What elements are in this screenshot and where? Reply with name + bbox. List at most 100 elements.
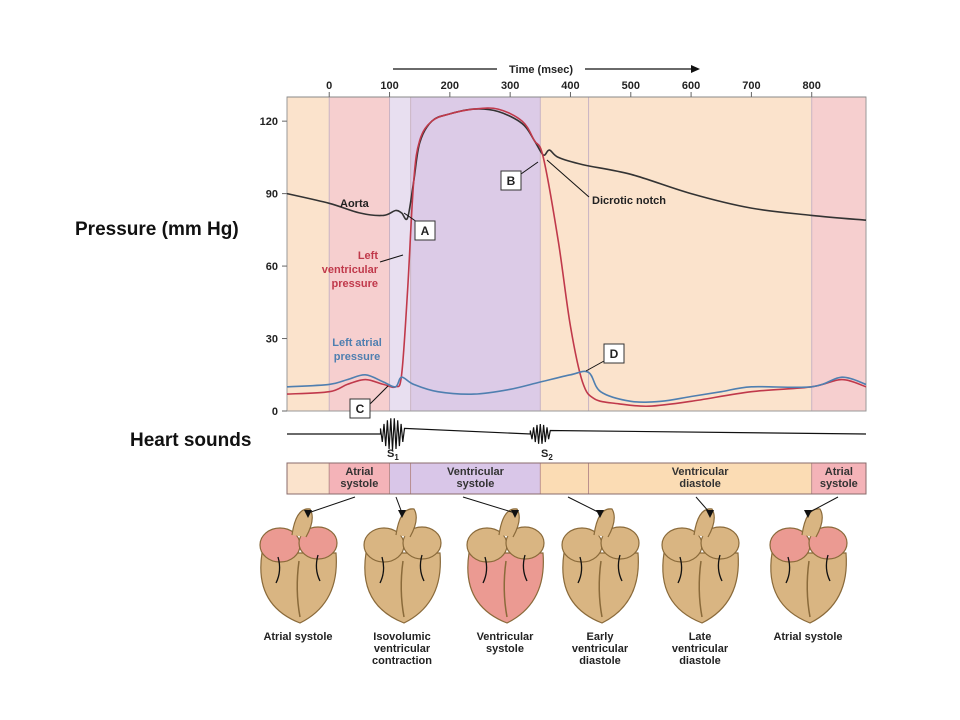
heart-sounds-label: Heart sounds [130,430,251,451]
la-label-line2: pressure [334,351,380,363]
heart-panel-caption: diastole [679,655,721,667]
aorta-pressure-line [286,108,867,221]
phase-segment-label: Ventricular [672,466,730,478]
lv-series-label: Left ventricular pressure [322,250,379,290]
septum-line [296,560,301,618]
phase-segment-label: Atrial [345,466,373,478]
phase-band-5 [588,97,812,411]
pressure-tick-label: 120 [260,116,278,128]
arrow-head-icon [706,510,714,518]
left-atrium-shape [808,526,848,560]
flow-arrow-icon [577,556,583,584]
aortic-arch-shape [801,508,823,538]
heart-panel-caption: ventricular [572,643,629,655]
heart-panel-caption: Atrial systole [773,631,842,643]
annotation-a-label: A [421,224,430,238]
septum-line [698,560,703,618]
heart-panel-caption: Early [587,631,615,643]
arrow-head-icon [596,510,604,518]
heart-panel-caption: ventricular [374,643,431,655]
lv-label-line1: Left [358,250,379,262]
s1-label: S1 [387,448,399,462]
flow-arrow-icon [677,556,683,584]
phase-segment-label: systole [820,478,858,490]
left-atrium-shape [600,526,640,560]
time-tick-label: 400 [561,80,579,92]
annotation-b-label: B [507,174,516,188]
time-tick-label: 800 [803,80,821,92]
left-atrium-shape [700,526,740,560]
heart-panel-1: Atrial systole [259,496,356,643]
flow-arrow-icon [275,556,281,584]
heart-panel-caption: systole [486,643,524,655]
flow-arrow-icon [522,554,528,582]
phase-segment-5 [588,462,813,495]
phase-segment-label: diastole [679,478,721,490]
pressure-tick-label: 0 [272,406,278,418]
time-tick-label: 300 [501,80,519,92]
phase-band-1 [329,97,390,411]
time-tick-label: 600 [682,80,700,92]
dicrotic-notch-label: Dicrotic notch [592,195,666,207]
heart-panel-6: Atrial systole [769,496,848,643]
flow-arrow-icon [617,554,623,582]
arrow-head-icon [398,510,406,518]
annotation-c: C [349,385,389,419]
pressure-tick-label: 90 [266,189,278,201]
heart-panel-caption: ventricular [672,643,729,655]
phase-connector-line [567,496,601,514]
left-atrium-shape [298,526,338,560]
flow-arrow-icon [825,554,831,582]
phase-segment-1 [328,462,390,495]
cardiac-phase-bar: AtrialsystoleVentricularsystoleVentricul… [286,462,867,495]
heart-panel-caption: Isovolumic [373,631,430,643]
phase-segment-label: systole [340,478,378,490]
phase-band-4 [540,97,589,411]
flow-arrow-icon [717,554,723,582]
time-tick-label: 0 [326,80,332,92]
time-tick-label: 100 [380,80,398,92]
phase-segment-4 [539,462,589,495]
arrow-head-icon [804,510,812,518]
lv-label-line3: pressure [332,278,378,290]
septum-line [503,560,508,618]
phase-segment-0 [286,462,330,495]
phase-band-3 [410,97,541,411]
flow-arrow-icon [315,554,321,582]
flow-arrow-icon [482,556,488,584]
phase-bands [287,97,866,411]
annotation-c-label: C [356,402,365,416]
phase-band-2 [389,97,411,411]
phase-segment-label: Ventricular [447,466,505,478]
time-tick-label: 500 [622,80,640,92]
phase-connector-line [462,496,516,514]
heart-panel-caption: Ventricular [477,631,535,643]
pressure-tick-label: 30 [266,334,278,346]
heart-sounds-waveform [287,418,867,451]
phase-band-0 [287,97,330,411]
heart-panel-caption: Late [689,631,712,643]
annotation-d: D [585,343,625,372]
heart-panel-caption: diastole [579,655,621,667]
time-axis-label: Time (msec) [509,64,573,76]
septum-line [806,560,811,618]
arrow-head-icon [304,510,312,518]
pressure-series [286,107,867,408]
annotation-b: B [500,161,539,191]
left-atrium-shape [402,526,442,560]
septum-line [400,560,405,618]
annotation-a: A [403,212,436,241]
pressure-axis-label: Pressure (mm Hg) [75,219,239,240]
lv-label-leader [379,254,404,263]
phase-bar-frame [286,462,867,495]
flow-arrow-icon [419,554,425,582]
flow-arrow-icon [785,556,791,584]
